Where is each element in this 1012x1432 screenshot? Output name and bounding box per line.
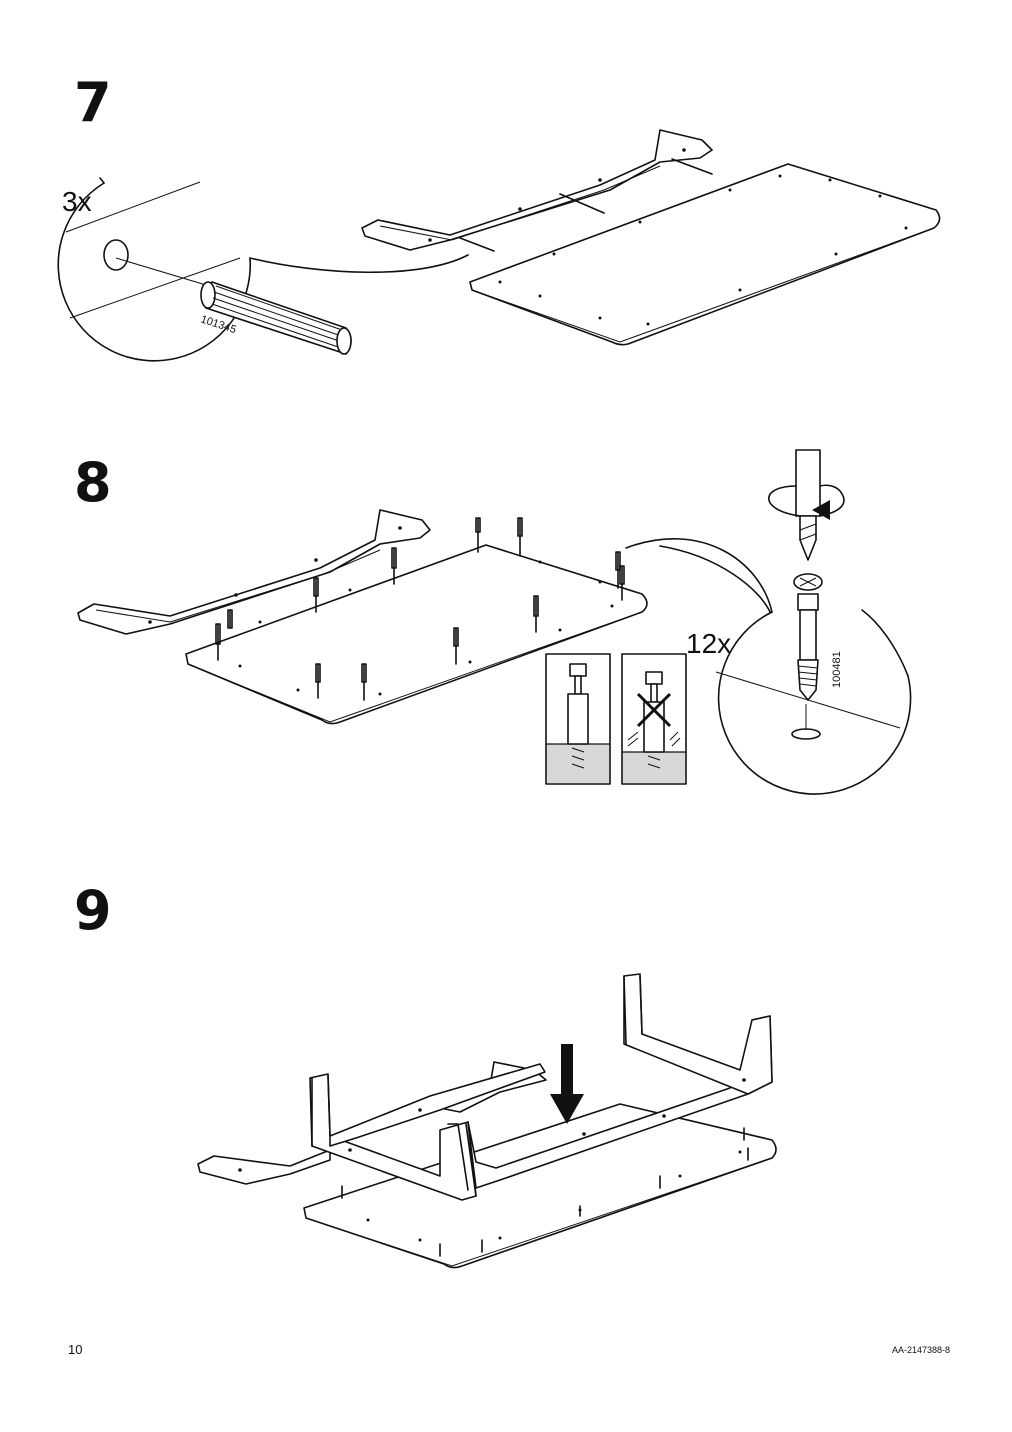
table-top-panel — [303, 1103, 777, 1269]
table-frame — [309, 973, 773, 1201]
incorrect-depth-diagram — [621, 653, 687, 785]
cam-screw-part-number: 100481 — [831, 651, 843, 688]
down-arrow-icon — [550, 1044, 584, 1124]
side-rail — [77, 509, 431, 635]
page-number: 10 — [68, 1342, 83, 1357]
cam-screw-icon — [793, 573, 823, 701]
step-9-number: 9 — [74, 879, 112, 942]
table-top-panel — [469, 163, 941, 346]
step-7-illustration: 101345 — [57, 129, 941, 362]
dowel-hole — [103, 239, 129, 271]
step-7-number: 7 — [74, 71, 112, 134]
cam-screws — [215, 517, 625, 701]
step-9-illustration — [197, 973, 777, 1269]
wooden-dowel-icon — [200, 281, 352, 355]
correct-depth-diagram — [545, 653, 611, 785]
side-rail — [361, 129, 713, 252]
screwdriver-icon — [795, 449, 821, 561]
document-id: AA-2147388-8 — [891, 1345, 950, 1355]
step-7-quantity: 3x — [62, 186, 92, 217]
table-top-panel — [185, 544, 648, 725]
clockwise-rotation-icon — [768, 484, 845, 520]
step-8-number: 8 — [74, 451, 112, 514]
detail-circle — [717, 611, 912, 795]
cross-icon — [636, 692, 672, 728]
step-8-illustration: 100481 — [77, 449, 912, 795]
step-8-quantity: 12x — [686, 628, 732, 659]
